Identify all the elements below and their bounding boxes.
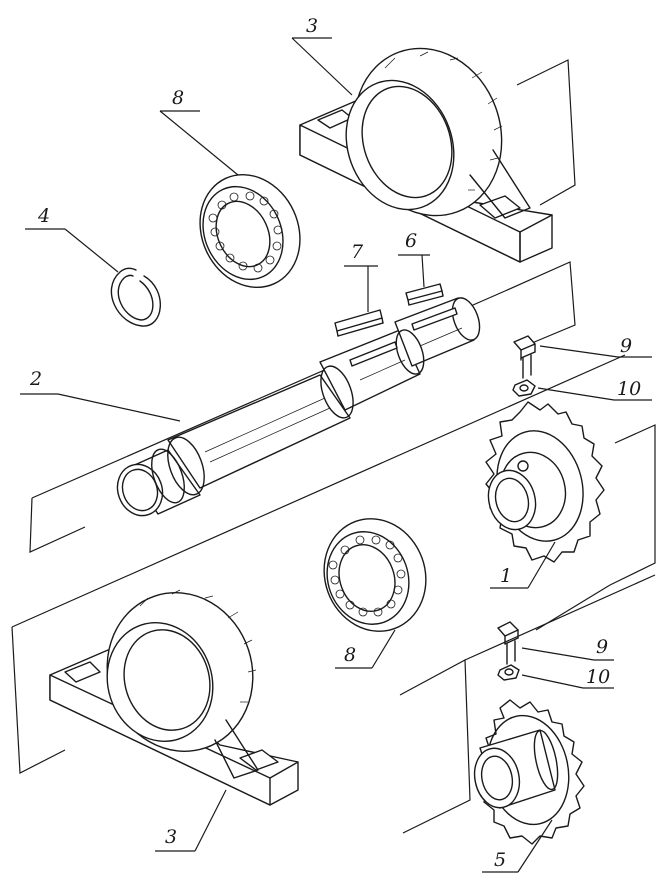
leader-nut-bottom — [521, 674, 584, 689]
leader-key-6-arrow — [421, 254, 425, 288]
callout-shaft: 2 — [29, 368, 42, 390]
callout-bearing-top: 8 — [172, 87, 184, 109]
callout-housing-bottom: 3 — [165, 826, 177, 848]
callout-bolt-bottom: 9 — [596, 636, 608, 658]
callout-sprocket-1: 1 — [500, 565, 512, 587]
leader-shaft-arrow — [57, 393, 181, 422]
leader-bearing-bottom-arrow — [371, 629, 396, 669]
bearing-housing-top — [299, 47, 553, 263]
leader-nut-top — [537, 387, 615, 401]
shaft — [116, 297, 481, 517]
nut-bottom — [497, 664, 520, 681]
bearing-balls-bottom — [328, 535, 406, 617]
leader-sprocket-5-arrow — [517, 819, 553, 873]
callout-bearing-bottom: 8 — [344, 644, 356, 666]
ball-bearing-bottom — [323, 518, 427, 632]
bearing-housing-bottom — [49, 589, 299, 806]
bolt-bottom — [497, 621, 519, 665]
callout-sprocket-5: 5 — [494, 849, 506, 871]
key-7 — [334, 309, 384, 337]
callout-key-6: 6 — [405, 230, 417, 252]
leader-bolt-top — [539, 345, 619, 358]
leader-sprocket-1-arrow — [527, 541, 556, 589]
bearing-balls-top — [208, 191, 283, 273]
callout-nut-top: 10 — [617, 378, 641, 400]
leader-retaining-ring-arrow — [64, 228, 119, 273]
key-6 — [405, 283, 444, 306]
leader-bearing-top-arrow — [159, 110, 239, 176]
nut-top — [512, 379, 536, 397]
callout-retaining-ring: 4 — [37, 205, 50, 227]
bolt-top — [513, 335, 536, 379]
ball-bearing-top — [199, 173, 301, 289]
callout-nut-bottom: 10 — [586, 666, 610, 688]
callout-housing-top: 3 — [306, 15, 318, 37]
leader-housing-top-arrow — [291, 37, 353, 96]
retaining-ring — [110, 267, 161, 327]
sprocket-5 — [473, 699, 585, 845]
callout-bolt-top: 9 — [620, 335, 632, 357]
callout-key-7: 7 — [351, 241, 364, 263]
sprocket-1 — [485, 401, 605, 563]
leader-bolt-bottom — [521, 647, 595, 661]
leader-housing-bottom-arrow — [194, 789, 227, 852]
